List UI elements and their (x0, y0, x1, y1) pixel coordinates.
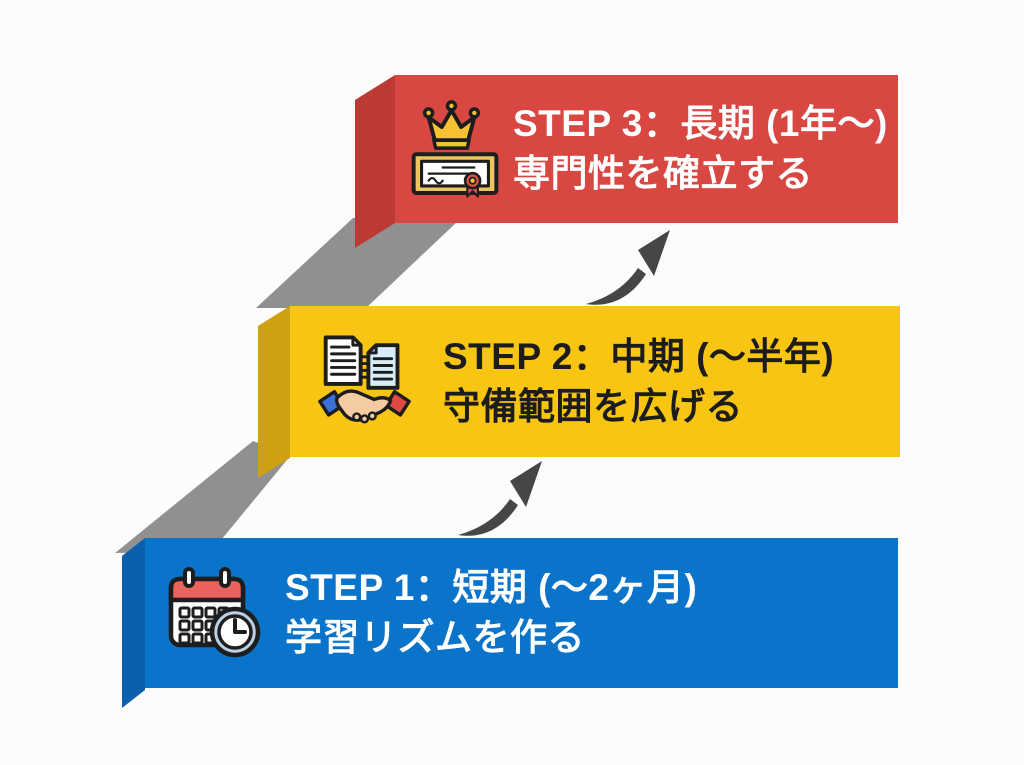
step-3-title: STEP 3：長期 (1年〜) (513, 103, 888, 144)
calendar-clock-icon (168, 567, 261, 658)
step-2-subtitle: 守備範囲を広げる (443, 385, 743, 427)
step-1-subtitle: 学習リズムを作る (285, 617, 585, 658)
crown-certificate-icon (411, 100, 499, 198)
step2-side-panel (258, 306, 290, 478)
documents-handshake-icon (318, 334, 411, 423)
step-2-banner: STEP 2：中期 (〜半年) 守備範囲を広げる (290, 306, 900, 457)
arrow-step2-to-step3 (586, 230, 670, 305)
step-3-subtitle: 専門性を確立する (513, 153, 813, 194)
step-1-title: STEP 1：短期 (〜2ヶ月) (285, 567, 698, 608)
step-1-text: STEP 1：短期 (〜2ヶ月) 学習リズムを作る (285, 563, 697, 663)
step3-side-panel (355, 75, 395, 248)
step-2-title: STEP 2：中期 (〜半年) (443, 335, 835, 377)
arrow-step1-to-step2 (458, 461, 542, 536)
step-3-text: STEP 3：長期 (1年〜) 専門性を確立する (513, 99, 888, 199)
step1-side-panel (122, 538, 145, 708)
step-3-banner: STEP 3：長期 (1年〜) 専門性を確立する (395, 75, 898, 223)
step-1-banner: STEP 1：短期 (〜2ヶ月) 学習リズムを作る (145, 538, 898, 688)
connector-ramp-step1-step2 (115, 441, 291, 553)
step-2-text: STEP 2：中期 (〜半年) 守備範囲を広げる (443, 332, 834, 432)
connector-ramp-step2-step3 (256, 218, 458, 308)
